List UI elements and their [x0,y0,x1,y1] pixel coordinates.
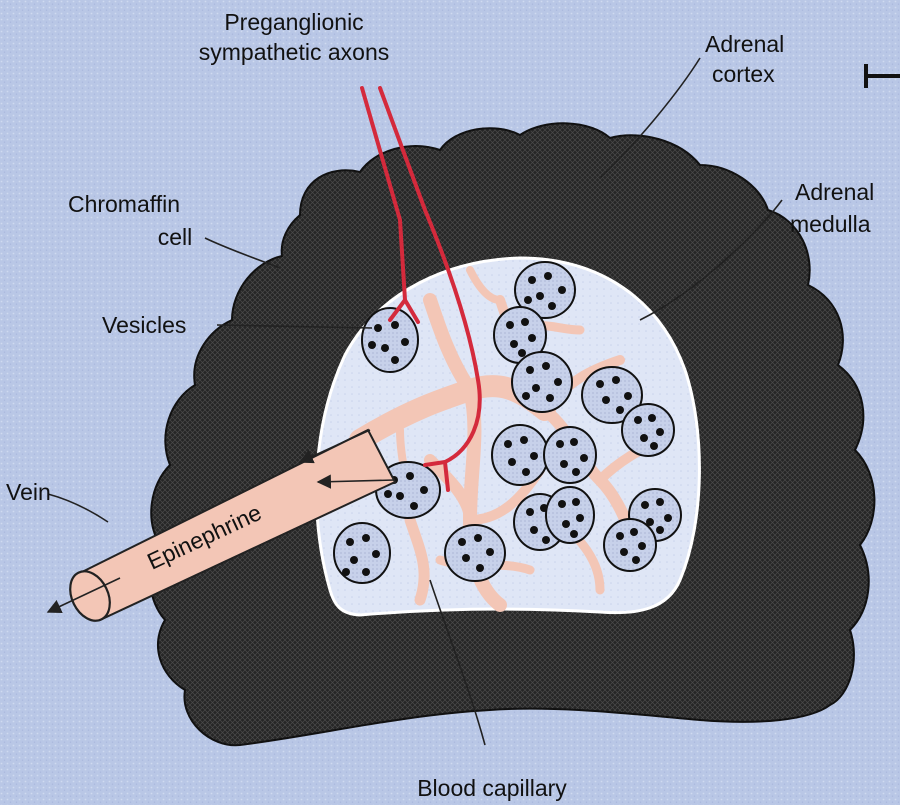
label-adrenal-cortex-line2: cortex [712,61,775,87]
chromaffin-cell [445,525,505,581]
chromaffin-cell [604,519,656,571]
label-chromaffin-line1: Chromaffin [68,191,180,217]
label-adrenal-cortex-line1: Adrenal [705,31,784,57]
chromaffin-cell [512,352,572,412]
chromaffin-cell [544,427,596,483]
label-blood-capillary: Blood capillary [417,775,567,801]
label-adrenal-medulla-line2: medulla [790,211,871,237]
label-vesicles: Vesicles [102,312,186,338]
label-preganglionic-line1: Preganglionic [224,9,363,35]
chromaffin-cell [622,404,674,456]
chromaffin-cell [334,523,390,583]
label-adrenal-medulla-line1: Adrenal [795,179,874,205]
label-chromaffin-line2: cell [158,224,193,250]
label-vein: Vein [6,479,51,505]
chromaffin-cell [546,487,594,543]
chromaffin-cell [492,425,548,485]
label-preganglionic-line2: sympathetic axons [199,39,389,65]
